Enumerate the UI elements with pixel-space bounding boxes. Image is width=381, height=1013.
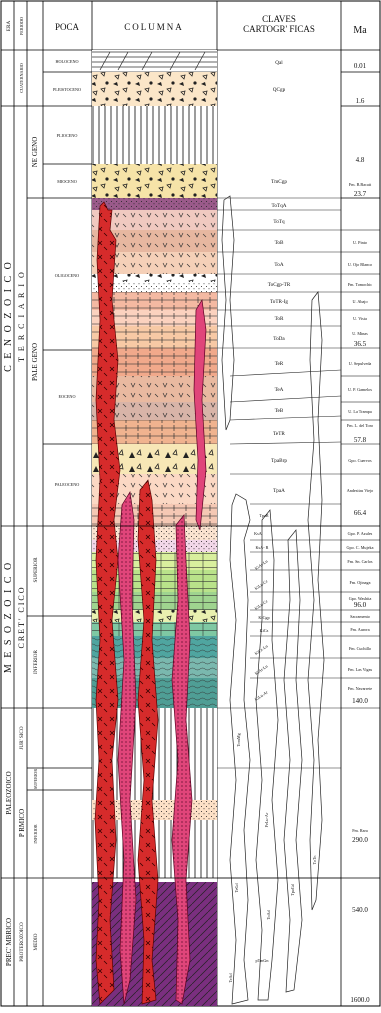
- period-cretacico: CRET' CICO: [17, 586, 26, 649]
- formation-label: U. Sepulveda: [349, 361, 372, 366]
- key-label: ToTqA: [272, 203, 287, 209]
- era-paleozoico: PALEOZOICO: [5, 771, 13, 814]
- header-epoca: POCA: [55, 22, 80, 32]
- formation-label: Fm. B.Bacatt: [349, 182, 372, 187]
- key-label: pTmGn: [255, 958, 269, 963]
- era-precambrico: PREC' MBRICO: [5, 918, 13, 966]
- formation-label: Fm. Ojinaga: [350, 580, 371, 585]
- formation-label: U. Ojo Blanco: [348, 262, 372, 267]
- key-label: TpaR: [259, 513, 269, 518]
- period-cuaternario: CUATERNARIO: [19, 63, 24, 93]
- age-label: 1.6: [356, 97, 365, 105]
- subperiod-perm-superior: SUPERIOR: [33, 769, 38, 789]
- key-label: ToR: [275, 316, 284, 322]
- header-era: ERA: [6, 21, 12, 32]
- formation-label: U. Vista: [353, 316, 367, 321]
- formation-label: Fm. Navarrete: [348, 686, 372, 691]
- key-label: ToTn: [312, 855, 317, 865]
- age-label: 57.8: [354, 436, 367, 444]
- epoch-pleistoceno: PLEISTOCENO: [53, 87, 81, 92]
- subperiod-medio: MEDIO: [33, 933, 39, 950]
- key-label: TmCgp: [271, 179, 287, 185]
- formation-label: Gpo. Cuervos: [348, 458, 372, 463]
- age-label: 36.5: [354, 340, 367, 348]
- formation-label: U. Minas: [352, 331, 368, 336]
- header-claves-1: CLAVES: [262, 14, 296, 24]
- key-label: TpaBrp: [271, 458, 287, 464]
- key-label: ToAd: [266, 909, 271, 919]
- formation-label: Fm. Cuchillo: [349, 646, 371, 651]
- formation-label: Sacramento: [350, 614, 370, 619]
- subperiod-cret-superior: SUPERIOR: [33, 557, 39, 583]
- subperiod-neogeno: NE GENO: [31, 137, 39, 168]
- age-label: 0.01: [354, 62, 367, 70]
- formation-label: Fm. Rara: [352, 828, 368, 833]
- header-ma: Ma: [353, 25, 367, 36]
- formation-label: Fm. Sn. Carlos: [347, 559, 372, 564]
- formation-label: Fm. Aurora: [350, 627, 369, 632]
- period-permico: P RMICO: [18, 809, 26, 837]
- subperiod-cret-inferior: INFERIOR: [33, 649, 39, 673]
- epoch-oligoceno: OLIGOCENO: [55, 273, 79, 278]
- formation-label: U. Pinto: [353, 240, 367, 245]
- epoch-plioceno: PLIOCENO: [57, 133, 78, 138]
- key-label: ToB: [275, 240, 284, 246]
- formation-label: Gpo. P. Azules: [348, 531, 373, 536]
- key-label: ToDa: [273, 336, 285, 342]
- formation-label: Fm. Tomochic: [348, 282, 372, 287]
- key-label: KiCgp: [258, 615, 269, 620]
- header-periodo: PERIODO: [19, 17, 24, 35]
- formation-label: Andesitas Viejo: [347, 488, 374, 493]
- formation-label: U. La Trampa: [348, 409, 372, 414]
- formation-label: Gpo. C. Mujeka: [347, 545, 374, 550]
- lithology-column: [92, 50, 217, 1006]
- key-label: TomMg: [236, 732, 241, 746]
- epoch-mioceno: MIOCENO: [57, 179, 77, 184]
- key-label: KiCz: [260, 628, 269, 633]
- age-label: 66.4: [354, 509, 367, 517]
- key-label: TpaA: [273, 488, 285, 494]
- key-label: PeLu-Ar: [264, 812, 269, 827]
- key-label: KsA- R: [256, 545, 269, 550]
- key-label: TeR: [275, 361, 284, 367]
- epoch-eoceno: EOCENO: [59, 394, 76, 399]
- formation-label: U. P. Gamelos: [348, 387, 372, 392]
- key-label: ToTR-Ig: [270, 299, 288, 305]
- formation-label: Fm. L. del Toro: [347, 423, 373, 428]
- subperiod-paleogeno: PALE GENO: [31, 343, 39, 381]
- header-claves-2: CARTOGR' FICAS: [243, 24, 315, 34]
- age-label: 4.8: [356, 156, 365, 164]
- key-label: TeGd: [234, 882, 239, 892]
- key-label: TeAd: [228, 972, 233, 982]
- key-label: ToCgp-TR: [268, 282, 291, 288]
- key-label: Qal: [275, 60, 283, 66]
- key-label: TeTR: [273, 431, 285, 437]
- epoch-paleoceno: PALEOCENO: [55, 482, 80, 487]
- period-jurasico: JUR' SICO: [19, 726, 25, 750]
- key-label: ToTq: [273, 219, 285, 225]
- period-terciario: T E R C I A R I O: [17, 270, 26, 362]
- age-label: 96.0: [354, 601, 367, 609]
- key-label: KsA: [254, 531, 262, 536]
- age-label: 540.0: [352, 906, 368, 914]
- age-label: 1600.0: [350, 996, 370, 1004]
- era-mesozoico: M E S O Z O I C O: [3, 561, 14, 673]
- age-label: 140.0: [352, 697, 368, 705]
- period-proterozoico: PROTEROZOICO: [19, 922, 25, 962]
- formation-label: Fm. Las Vigas: [348, 667, 373, 672]
- key-label: TpaGd: [290, 883, 295, 896]
- key-label: QCgp: [273, 87, 286, 93]
- key-label: ToA: [274, 262, 283, 268]
- subperiod-perm-inferior: INFERIOR: [33, 824, 38, 844]
- key-label: TeA: [275, 387, 284, 393]
- key-label: TeB: [275, 408, 284, 414]
- age-label: 290.0: [352, 836, 368, 844]
- era-cenozoico: C E N O Z O I C O: [3, 260, 14, 372]
- header-columna: COLUMNA: [124, 22, 184, 32]
- epoch-holoceno: HOLOCENO: [55, 59, 78, 64]
- age-label: 23.7: [354, 190, 367, 198]
- formation-label: U. Abajo: [352, 299, 367, 304]
